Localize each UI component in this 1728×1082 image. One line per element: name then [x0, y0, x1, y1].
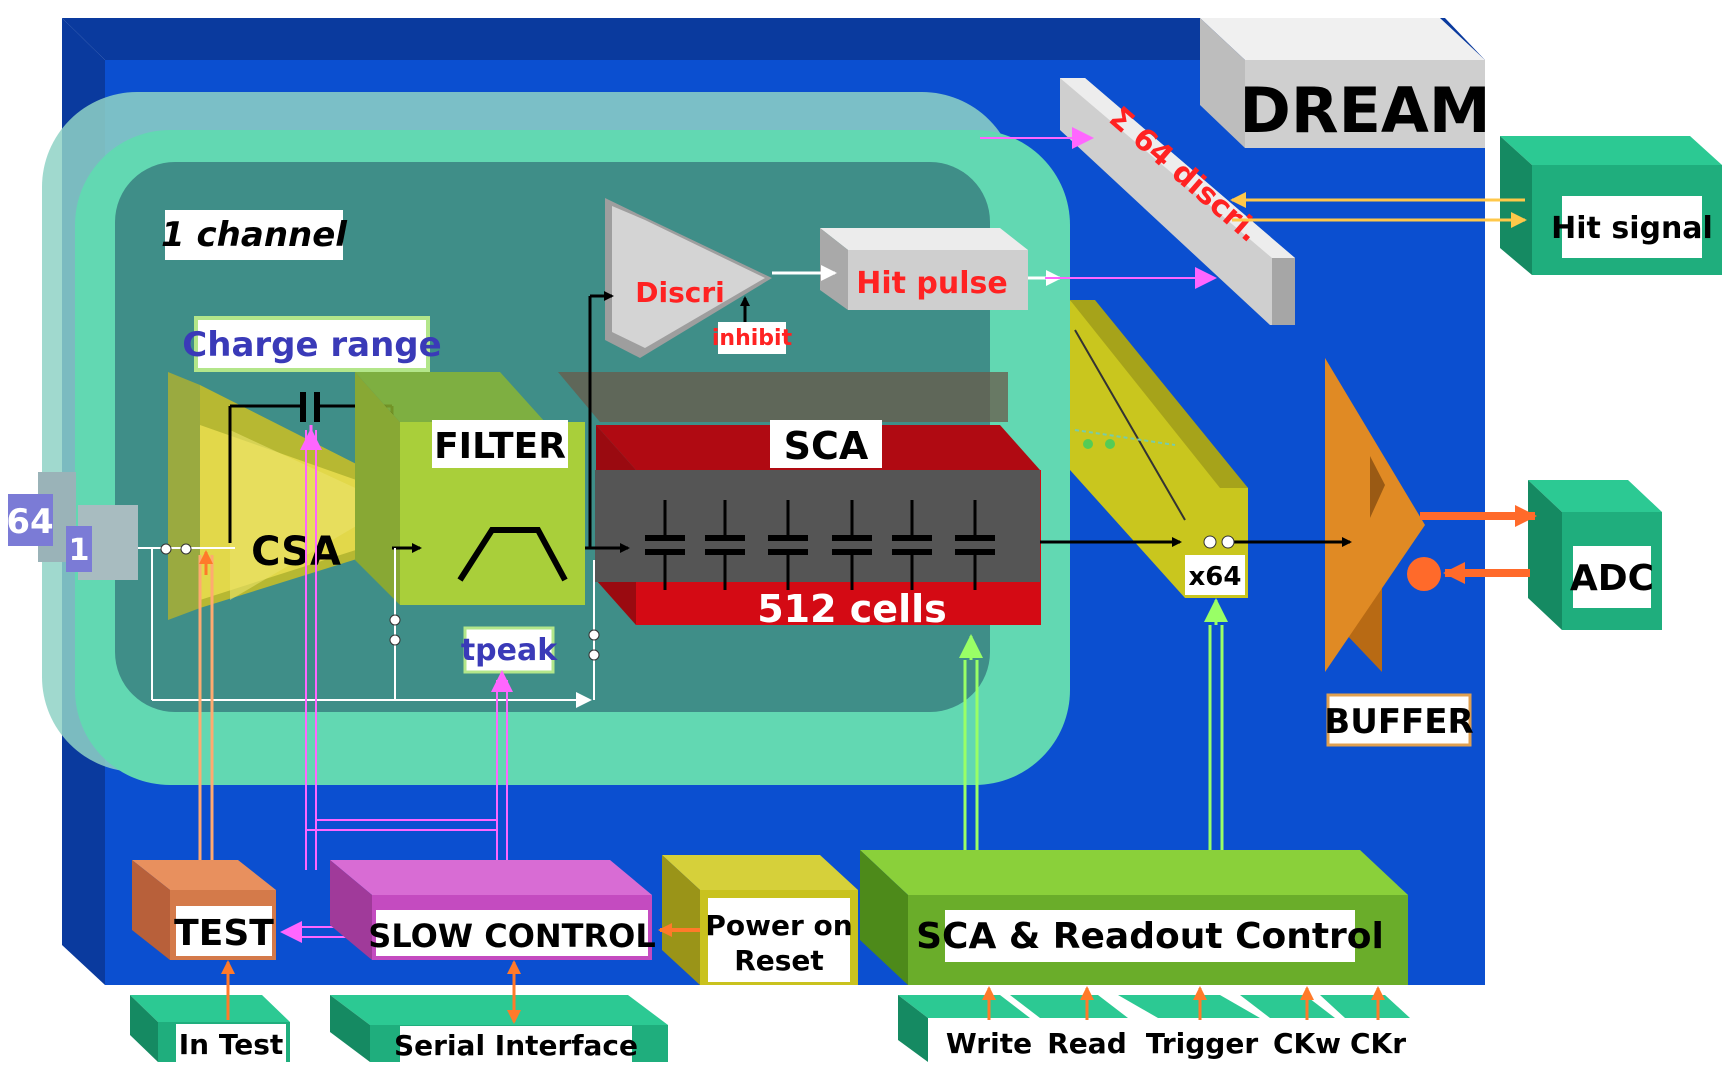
svg-text:64: 64: [6, 502, 53, 542]
svg-text:SLOW CONTROL: SLOW CONTROL: [368, 917, 655, 955]
svg-text:TEST: TEST: [174, 913, 274, 954]
power-on-reset-block: Power on Reset: [662, 855, 858, 985]
port-write: Write: [898, 995, 1032, 1062]
readout-control-lines: [963, 625, 1224, 850]
svg-text:512 cells: 512 cells: [757, 587, 947, 631]
switches: [160, 535, 1235, 661]
svg-text:x64: x64: [1189, 562, 1242, 592]
port-ckw: CKw: [1240, 995, 1341, 1062]
inhibit-label: inhibit: [712, 326, 793, 351]
svg-text:1: 1: [69, 533, 90, 568]
filter-block: FILTER: [355, 372, 585, 605]
test-block: TEST: [132, 860, 276, 960]
chip-name: DREAM: [1239, 74, 1490, 147]
input-count-64: 64: [6, 472, 76, 562]
sca-memory: SCA 512 cells: [558, 372, 1041, 631]
hit-pulse-block: Hit pulse: [820, 228, 1028, 310]
inhibit-label-box: [718, 322, 786, 354]
svg-text:Serial Interface: Serial Interface: [394, 1029, 638, 1062]
adc-block: ADC: [1528, 480, 1662, 630]
svg-text:ADC: ADC: [1570, 558, 1654, 599]
discriminator: Discri: [605, 198, 772, 358]
csa-amplifier: CSA: [168, 372, 392, 620]
svg-text:CKw: CKw: [1273, 1027, 1341, 1060]
port-trigger: Trigger: [1118, 995, 1260, 1062]
input-count-1: 1: [66, 505, 138, 580]
channel-title: 1 channel: [161, 215, 348, 255]
port-serial-interface: Serial Interface: [330, 995, 668, 1062]
svg-text:Hit pulse: Hit pulse: [856, 266, 1008, 301]
port-ckr: CKr: [1320, 995, 1410, 1062]
svg-text:SCA: SCA: [784, 424, 869, 468]
output-buffer: [1325, 358, 1425, 672]
svg-text:Power on: Power on: [705, 909, 852, 942]
tpeak-label: tpeak: [461, 633, 558, 668]
svg-text:SCA & Readout Control: SCA & Readout Control: [916, 916, 1384, 957]
hit-signal-port: Hit signal: [1500, 136, 1722, 275]
readout-control-block: SCA & Readout Control: [860, 850, 1408, 985]
charge-range-label: Charge range: [182, 325, 441, 365]
svg-text:Discri: Discri: [635, 276, 725, 309]
svg-text:Write: Write: [946, 1027, 1032, 1060]
buffer-label: BUFFER: [1324, 702, 1473, 742]
sca-cell-capacitors: [645, 500, 995, 590]
port-in-test: In Test: [130, 995, 290, 1062]
adc-feedback-node: [1407, 557, 1441, 591]
signal-path: [138, 291, 1352, 553]
multiplexer-x64: x64: [1070, 300, 1248, 598]
svg-text:Reset: Reset: [734, 944, 824, 977]
svg-text:CSA: CSA: [251, 529, 341, 575]
filter-shape-icon: [457, 527, 568, 582]
charge-range-box: [194, 316, 430, 372]
port-read: Read: [1010, 995, 1128, 1062]
svg-text:FILTER: FILTER: [434, 426, 566, 467]
channel-title-box: [165, 210, 343, 260]
chip-title-block: DREAM: [1200, 18, 1491, 148]
slow-control-block: SLOW CONTROL: [330, 860, 656, 960]
svg-text:Read: Read: [1047, 1027, 1127, 1060]
svg-text:In Test: In Test: [179, 1028, 284, 1061]
buffer-label-box: [1326, 693, 1472, 747]
svg-text:Hit signal: Hit signal: [1551, 211, 1713, 246]
test-lines: [198, 555, 214, 885]
svg-text:Trigger: Trigger: [1146, 1027, 1259, 1060]
svg-text:CKr: CKr: [1350, 1027, 1406, 1060]
control-input-arrows: [982, 986, 1385, 1020]
